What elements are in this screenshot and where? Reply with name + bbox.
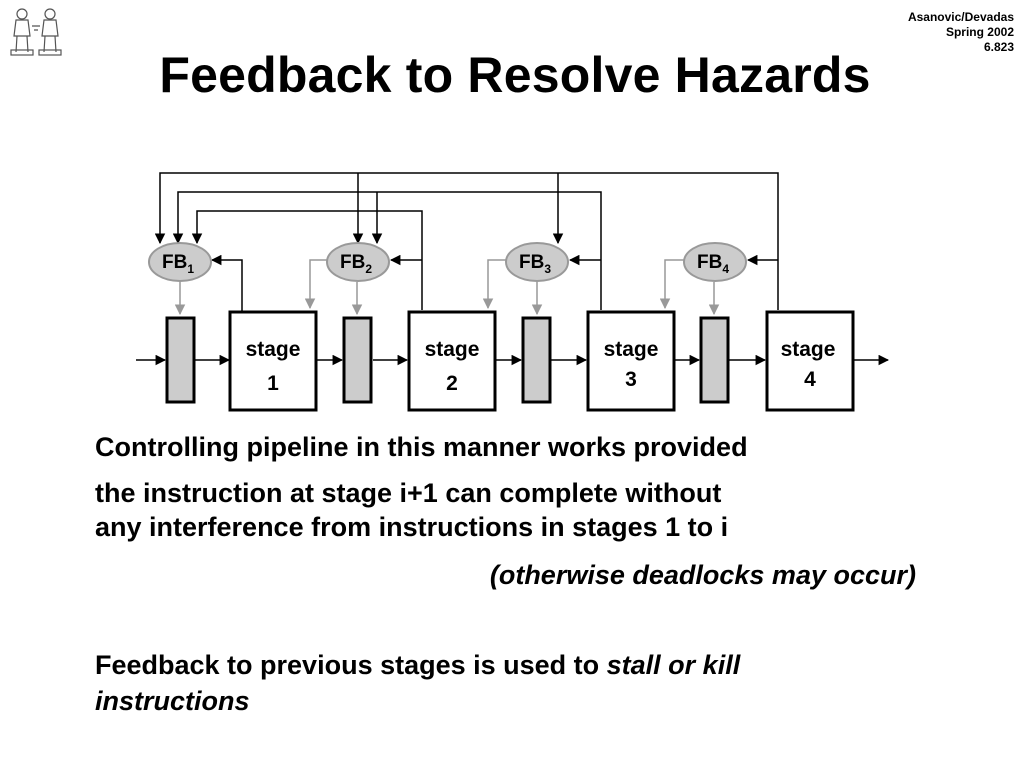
stage-label: stage bbox=[781, 338, 836, 361]
body-line-2: the instruction at stage i+1 can complet… bbox=[95, 478, 722, 508]
feedback-block-4: FB4 bbox=[683, 242, 747, 282]
stage-number-3: 3 bbox=[625, 368, 637, 391]
stage-number-2: 2 bbox=[446, 372, 458, 395]
stage-label: stage bbox=[604, 338, 659, 361]
fb-prefix: FB bbox=[697, 252, 722, 273]
pipeline-latch-2 bbox=[342, 316, 373, 404]
feedback-block-1: FB1 bbox=[148, 242, 212, 282]
body-line-6: instructions bbox=[95, 686, 250, 716]
feedback-block-2: FB2 bbox=[326, 242, 390, 282]
fb-prefix: FB bbox=[162, 252, 187, 273]
mit-logo-icon bbox=[10, 8, 62, 56]
fb-prefix: FB bbox=[519, 252, 544, 273]
header-term: Spring 2002 bbox=[945, 25, 1014, 39]
body-line-5-italic: stall or kill bbox=[606, 650, 741, 680]
fb4-subscript: 4 bbox=[722, 262, 729, 276]
header-info: Asanovic/Devadas Spring 2002 6.823 bbox=[908, 10, 1014, 55]
stage1-to-fb1 bbox=[210, 254, 243, 312]
fb3-subscript: 3 bbox=[544, 262, 551, 276]
page-title: Feedback to Resolve Hazards bbox=[159, 47, 871, 103]
feedback-lines bbox=[154, 172, 779, 312]
stage-label: stage bbox=[246, 338, 301, 361]
feedback-block-3: FB3 bbox=[505, 242, 569, 282]
fb1-subscript: 1 bbox=[187, 262, 194, 276]
svg-text:FB2: FB2 bbox=[340, 252, 372, 276]
fb-prefix: FB bbox=[340, 252, 365, 273]
pipeline-stage-2: stage 2 bbox=[407, 310, 497, 412]
body-line-1: Controlling pipeline in this manner work… bbox=[95, 432, 748, 462]
pipeline-latch-3 bbox=[521, 316, 552, 404]
body-line-5-normal: Feedback to previous stages is used to bbox=[95, 650, 607, 680]
svg-text:FB3: FB3 bbox=[519, 252, 551, 276]
svg-text:FB4: FB4 bbox=[697, 252, 729, 276]
pipeline-stage-3: stage 3 bbox=[586, 310, 676, 412]
pipeline-latch-1 bbox=[165, 316, 196, 404]
feedback-line-stage4 bbox=[154, 172, 779, 310]
pipeline-latch-4 bbox=[699, 316, 730, 404]
pipeline-stage-1: stage 1 bbox=[228, 310, 318, 412]
body-line-3: any interference from instructions in st… bbox=[95, 512, 729, 542]
body-line-4: (otherwise deadlocks may occur) bbox=[489, 560, 916, 590]
fb2-subscript: 2 bbox=[365, 262, 372, 276]
body-line-5: Feedback to previous stages is used to s… bbox=[95, 648, 740, 682]
pipeline-stage-4: stage 4 bbox=[765, 310, 855, 412]
svg-text:FB1: FB1 bbox=[162, 252, 194, 276]
header-course: 6.823 bbox=[983, 40, 1014, 54]
header-authors: Asanovic/Devadas bbox=[907, 10, 1014, 24]
stage-number-1: 1 bbox=[267, 372, 279, 395]
control-lines bbox=[174, 259, 720, 316]
feedback-line-stage3 bbox=[172, 191, 602, 310]
stage-label: stage bbox=[425, 338, 480, 361]
stage-number-4: 4 bbox=[804, 368, 816, 391]
